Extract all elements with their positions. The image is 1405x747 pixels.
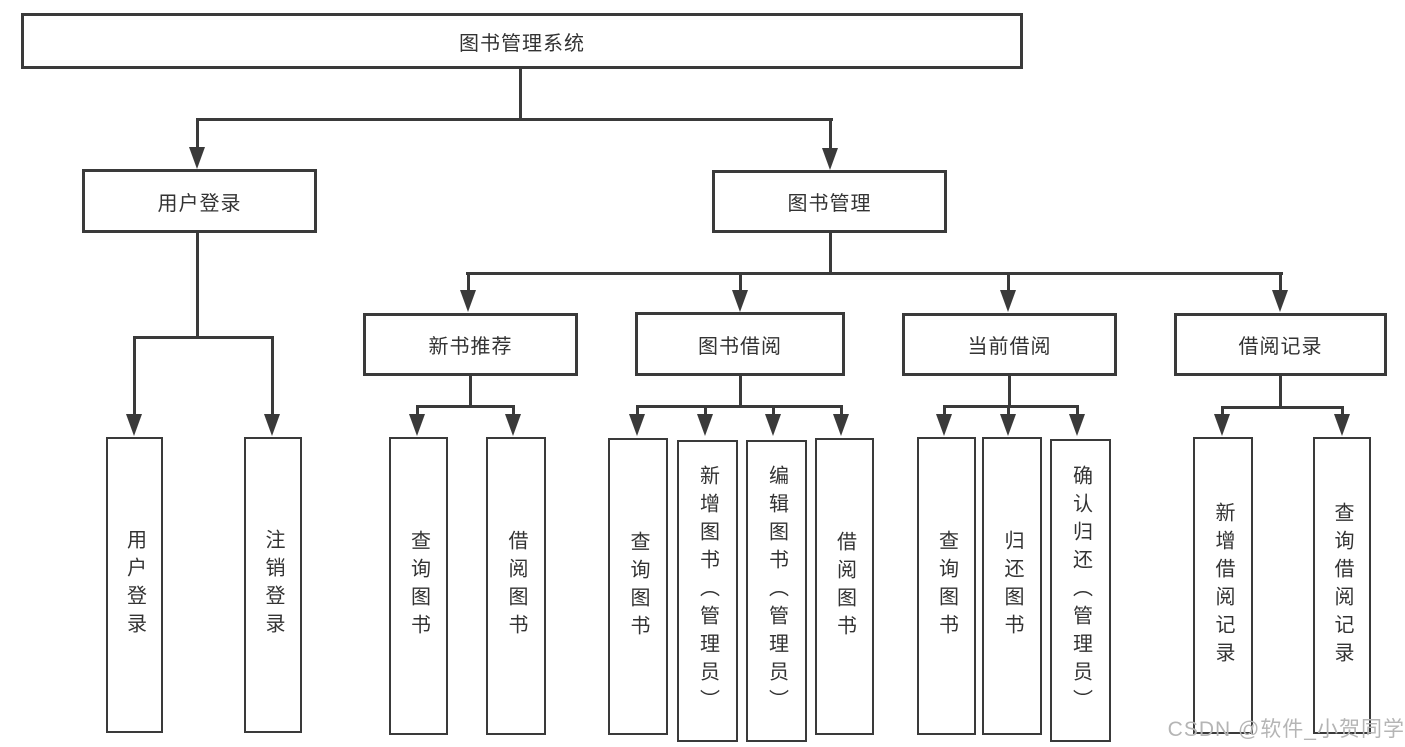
leaf-label: 查询图书 bbox=[935, 530, 958, 642]
csdn-watermark: CSDN @软件_小贺同学 bbox=[1167, 718, 1405, 741]
connector-line bbox=[271, 336, 274, 414]
leaf-return-book: 归还图书 bbox=[982, 437, 1042, 735]
node-label: 图书管理 bbox=[787, 193, 872, 215]
arrowhead-down bbox=[629, 414, 645, 436]
connector-line bbox=[1007, 405, 1010, 415]
connector-line bbox=[467, 272, 470, 290]
node-label: 新书推荐 bbox=[428, 336, 513, 358]
leaf-add-borrow-record: 新增借阅记录 bbox=[1193, 437, 1253, 734]
node-label: 借阅记录 bbox=[1238, 336, 1323, 358]
connector-line bbox=[1008, 376, 1011, 407]
leaf-label: 借阅图书 bbox=[833, 530, 856, 643]
arrowhead-down bbox=[1069, 414, 1085, 436]
leaf-logout: 注销登录 bbox=[244, 437, 302, 733]
arrowhead-down bbox=[936, 414, 952, 436]
node-label: 用户登录 bbox=[157, 192, 242, 215]
arrowhead-down bbox=[697, 414, 713, 436]
leaf-label: 归还图书 bbox=[1001, 530, 1023, 642]
connector-line bbox=[1279, 376, 1282, 407]
leaf-label: 查询借阅记录 bbox=[1331, 501, 1353, 670]
connector-line bbox=[1341, 406, 1344, 415]
connector-line bbox=[704, 405, 707, 415]
arrowhead-down bbox=[460, 290, 476, 312]
connector-line bbox=[196, 233, 199, 338]
connector-line bbox=[466, 272, 1283, 275]
arrowhead-down bbox=[189, 147, 205, 169]
connector-line bbox=[416, 405, 419, 415]
connector-line bbox=[943, 405, 946, 415]
connector-line bbox=[1076, 405, 1079, 415]
leaf-label: 新增图书（管理员） bbox=[696, 465, 719, 717]
arrowhead-down bbox=[822, 148, 838, 170]
arrowhead-down bbox=[1000, 290, 1016, 312]
node-label: 图书借阅 bbox=[698, 335, 782, 358]
connector-line bbox=[469, 376, 472, 407]
leaf-borrow-books-borrowing: 借阅图书 bbox=[815, 438, 874, 735]
connector-line bbox=[519, 68, 522, 120]
node-user-login: 用户登录 bbox=[82, 169, 317, 233]
arrowhead-down bbox=[409, 414, 425, 436]
leaf-user-login: 用户登录 bbox=[106, 437, 163, 733]
connector-line bbox=[636, 405, 639, 415]
leaf-label: 查询图书 bbox=[627, 530, 649, 643]
node-book-management: 图书管理 bbox=[712, 170, 947, 233]
connector-line bbox=[636, 405, 843, 408]
arrowhead-down bbox=[1272, 290, 1288, 312]
node-label: 当前借阅 bbox=[967, 336, 1052, 358]
arrowhead-down bbox=[732, 290, 748, 312]
arrowhead-down bbox=[264, 414, 280, 436]
leaf-add-book-admin: 新增图书（管理员） bbox=[677, 440, 738, 742]
leaf-query-books-borrowing: 查询图书 bbox=[608, 438, 668, 735]
connector-line bbox=[829, 233, 832, 274]
arrowhead-down bbox=[505, 414, 521, 436]
leaf-confirm-return-admin: 确认归还（管理员） bbox=[1050, 439, 1111, 742]
arrowhead-down bbox=[765, 414, 781, 436]
connector-line bbox=[772, 405, 775, 415]
connector-line bbox=[133, 336, 274, 339]
connector-line bbox=[829, 118, 832, 150]
connector-line bbox=[1221, 406, 1344, 409]
arrowhead-down bbox=[1000, 414, 1016, 436]
arrowhead-down bbox=[1334, 414, 1350, 436]
arrowhead-down bbox=[126, 414, 142, 436]
leaf-label: 确认归还（管理员） bbox=[1069, 464, 1092, 717]
node-label: 图书管理系统 bbox=[459, 32, 585, 55]
connector-line bbox=[739, 272, 742, 290]
connector-line bbox=[196, 118, 199, 148]
node-new-book-recommendation: 新书推荐 bbox=[363, 313, 578, 376]
connector-line bbox=[840, 405, 843, 415]
leaf-label: 借阅图书 bbox=[505, 530, 527, 642]
connector-line bbox=[133, 336, 136, 414]
connector-line bbox=[1279, 272, 1282, 290]
connector-line bbox=[943, 405, 1079, 408]
leaf-label: 新增借阅记录 bbox=[1212, 501, 1234, 670]
node-library-management-system: 图书管理系统 bbox=[21, 13, 1023, 69]
node-current-borrowing: 当前借阅 bbox=[902, 313, 1117, 376]
connector-line bbox=[416, 405, 515, 408]
leaf-edit-book-admin: 编辑图书（管理员） bbox=[746, 440, 807, 742]
connector-line bbox=[1221, 406, 1224, 415]
leaf-label: 编辑图书（管理员） bbox=[765, 465, 788, 717]
leaf-query-books-recommend: 查询图书 bbox=[389, 437, 448, 735]
connector-line bbox=[196, 118, 833, 121]
node-book-borrowing: 图书借阅 bbox=[635, 312, 845, 376]
leaf-borrow-books-recommend: 借阅图书 bbox=[486, 437, 546, 735]
connector-line bbox=[1007, 272, 1010, 290]
connector-line bbox=[512, 405, 515, 415]
leaf-query-books-current: 查询图书 bbox=[917, 437, 976, 735]
arrowhead-down bbox=[1214, 414, 1230, 436]
leaf-label: 注销登录 bbox=[262, 529, 284, 641]
node-borrowing-records: 借阅记录 bbox=[1174, 313, 1387, 376]
arrowhead-down bbox=[833, 414, 849, 436]
connector-line bbox=[739, 376, 742, 407]
leaf-label: 用户登录 bbox=[123, 529, 146, 641]
leaf-query-borrow-record: 查询借阅记录 bbox=[1313, 437, 1371, 734]
leaf-label: 查询图书 bbox=[407, 530, 430, 642]
